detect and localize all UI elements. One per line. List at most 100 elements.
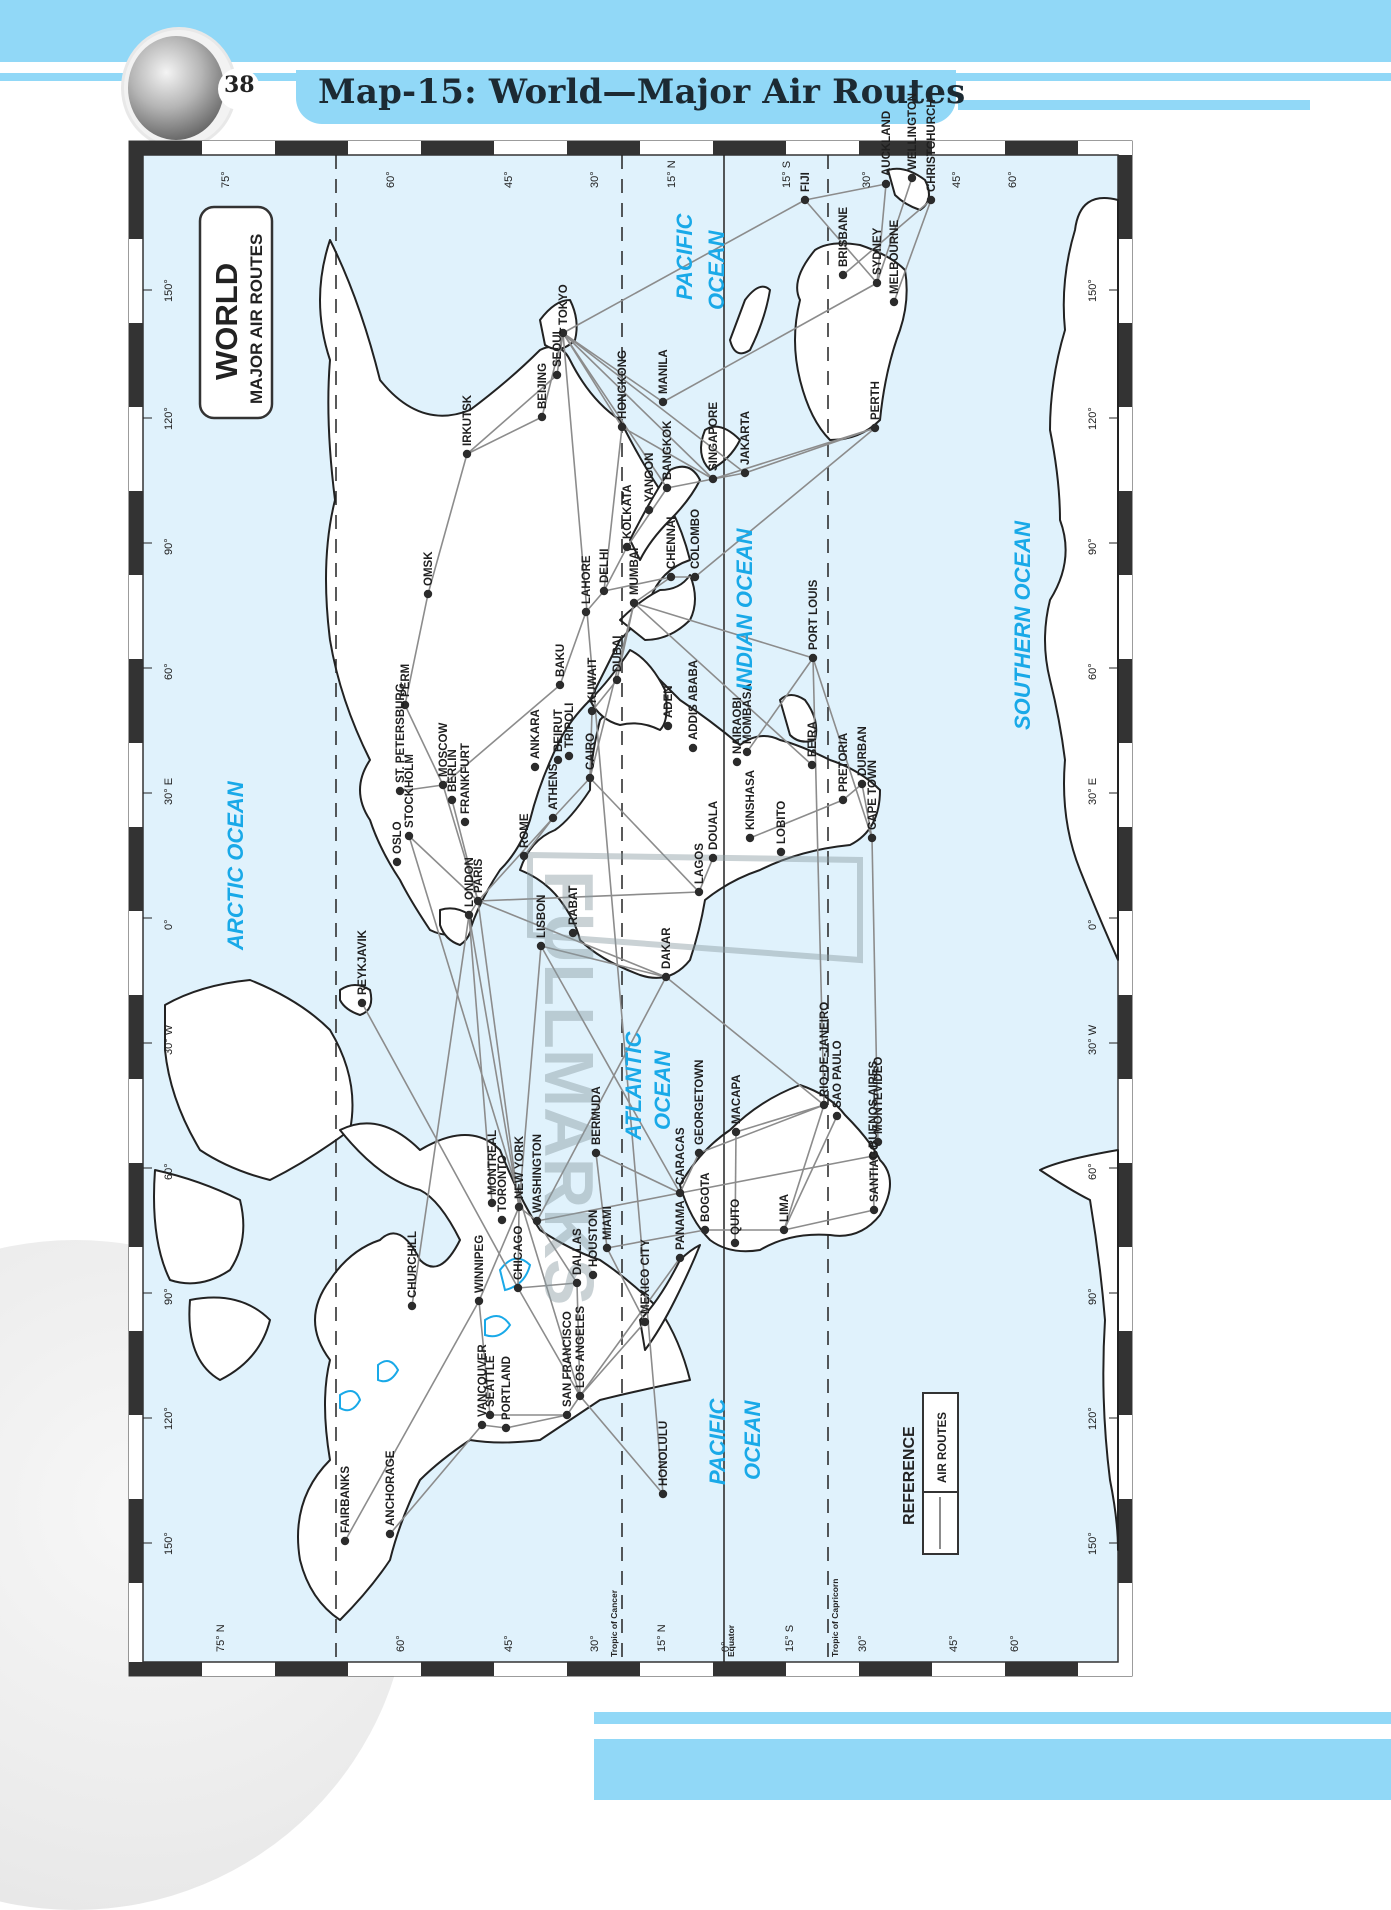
air-route-line bbox=[562, 332, 746, 474]
city-label: SEOUL bbox=[552, 327, 564, 367]
city-dot-icon bbox=[591, 1148, 601, 1158]
southern-ocean-label: SOUTHERN OCEAN bbox=[1010, 520, 1035, 730]
city-dot-icon bbox=[857, 779, 867, 789]
city-dot-icon bbox=[663, 721, 673, 731]
title-banner bbox=[296, 70, 956, 124]
longitude-tick-right: 120° bbox=[1087, 1407, 1099, 1430]
city-dot-icon bbox=[602, 1243, 612, 1253]
city-dot-icon bbox=[807, 760, 817, 770]
city-label: MOMBASA bbox=[742, 683, 754, 744]
atlantic-ocean-label-1: ATLANTIC bbox=[621, 1031, 646, 1141]
city-dot-icon bbox=[870, 423, 880, 433]
city-santiago: SANTIAGO bbox=[869, 1141, 881, 1215]
city-label: PANAMA bbox=[675, 1200, 687, 1250]
air-route-line bbox=[585, 590, 605, 613]
city-dot-icon bbox=[404, 831, 414, 841]
city-dot-icon bbox=[447, 795, 457, 805]
city-label: LONDON bbox=[464, 857, 476, 907]
air-route-line bbox=[517, 1206, 520, 1289]
city-label: MACAPA bbox=[731, 1074, 743, 1124]
city-label: TOKYO bbox=[558, 284, 570, 325]
city-addis-ababa: ADDIS ABABA bbox=[688, 660, 700, 753]
map-title-box: WORLD MAJOR AIR ROUTES bbox=[198, 205, 274, 420]
air-route-line bbox=[666, 478, 714, 489]
air-route-line bbox=[783, 1209, 875, 1231]
city-dot-icon bbox=[487, 1198, 497, 1208]
city-label: LOS ANGELES bbox=[575, 1306, 587, 1388]
city-label: BOGOTA bbox=[700, 1172, 712, 1222]
city-label: PERM bbox=[400, 664, 412, 697]
longitude-tick-left: 90° bbox=[163, 538, 175, 555]
air-route-line bbox=[404, 704, 444, 786]
city-dot-icon bbox=[675, 1188, 685, 1198]
city-dot-icon bbox=[675, 1253, 685, 1263]
city-label: MANILA bbox=[658, 349, 670, 394]
city-washington: WASHINGTON bbox=[532, 1134, 544, 1226]
city-chicago: CHICAGO bbox=[513, 1226, 525, 1293]
city-label: BUENOS AIRES bbox=[868, 1061, 880, 1148]
city-label: SAN FRANCISCO bbox=[562, 1311, 574, 1407]
longitude-tick-left: 120° bbox=[163, 1407, 175, 1430]
city-macapa: MACAPA bbox=[731, 1074, 743, 1137]
air-route-line bbox=[579, 1395, 664, 1495]
header-right-band bbox=[958, 100, 1310, 110]
city-dot-icon bbox=[501, 1423, 511, 1433]
air-route-line bbox=[591, 679, 618, 712]
city-baku: BAKU bbox=[555, 644, 567, 690]
city-label: WELLINGTON bbox=[907, 93, 919, 170]
city-dot-icon bbox=[731, 1127, 741, 1137]
latitude-tick-bottom: 0° bbox=[720, 1641, 732, 1652]
city-dot-icon bbox=[497, 1215, 507, 1225]
air-route-line bbox=[427, 453, 468, 595]
city-jakarta: JAKARTA bbox=[740, 411, 752, 478]
city-dot-icon bbox=[832, 1111, 842, 1121]
city-label: CHENNAI bbox=[666, 517, 678, 569]
city-christchurch: CHRISTCHURCH bbox=[926, 99, 938, 205]
city-dot-icon bbox=[666, 572, 676, 582]
land-masses bbox=[153, 167, 1119, 1621]
air-route-line bbox=[408, 835, 479, 902]
city-dot-icon bbox=[357, 998, 367, 1008]
city-label: JAKARTA bbox=[740, 411, 752, 465]
air-route-line bbox=[783, 1104, 825, 1231]
city-label: NAIRAOBI bbox=[732, 697, 744, 754]
city-san-francisco: SAN FRANCISCO bbox=[562, 1311, 574, 1420]
city-churchill: CHURCHILL bbox=[407, 1231, 419, 1311]
reference-legend: REFERENCE AIR ROUTES bbox=[901, 1392, 959, 1555]
city-dot-icon bbox=[392, 857, 402, 867]
city-dot-icon bbox=[462, 449, 472, 459]
air-route-line bbox=[466, 374, 558, 455]
longitude-tick-right: 0° bbox=[1087, 919, 1099, 930]
air-route-line bbox=[399, 784, 444, 792]
air-route-line bbox=[579, 1257, 681, 1397]
city-dot-icon bbox=[555, 680, 565, 690]
city-label: CAPE TOWN bbox=[867, 760, 879, 830]
city-label: BERMUDA bbox=[591, 1086, 603, 1145]
city-seoul: SEOUL bbox=[552, 327, 564, 380]
map-title-world: WORLD bbox=[209, 263, 244, 380]
latitude-tick-top: 60° bbox=[1007, 171, 1019, 188]
city-label: HOUSTON bbox=[588, 1210, 600, 1267]
city-dot-icon bbox=[532, 1216, 542, 1226]
city-fairbanks: FAIRBANKS bbox=[340, 1466, 352, 1546]
city-label: PORTLAND bbox=[501, 1356, 513, 1420]
city-panama: PANAMA bbox=[675, 1200, 687, 1263]
air-route-line bbox=[411, 914, 470, 1307]
city-dot-icon bbox=[438, 780, 448, 790]
pacific-ocean-west-label-2: OCEAN bbox=[740, 1399, 765, 1480]
latitude-tick-top: 30° bbox=[861, 171, 873, 188]
longitude-tick-right: 150° bbox=[1087, 279, 1099, 302]
city-dallas: DALLAS bbox=[572, 1228, 584, 1288]
air-route-line bbox=[404, 593, 429, 706]
tropic-of-capricorn-label: Tropic of Capricorn bbox=[830, 1579, 840, 1657]
city-dot-icon bbox=[732, 757, 742, 767]
city-omsk: OMSK bbox=[423, 551, 435, 599]
city-sydney: SYDNEY bbox=[872, 227, 884, 288]
city-vancouver: VANCOUVER bbox=[477, 1344, 489, 1430]
city-label: REYKJAVIK bbox=[357, 929, 369, 995]
city-montreal: MONTREAL bbox=[487, 1130, 499, 1208]
air-route-line bbox=[562, 332, 668, 489]
latitude-tick-top: 45° bbox=[951, 171, 963, 188]
city-honolulu: HONOLULU bbox=[658, 1421, 670, 1499]
latitude-tick-top: 60° bbox=[385, 171, 397, 188]
